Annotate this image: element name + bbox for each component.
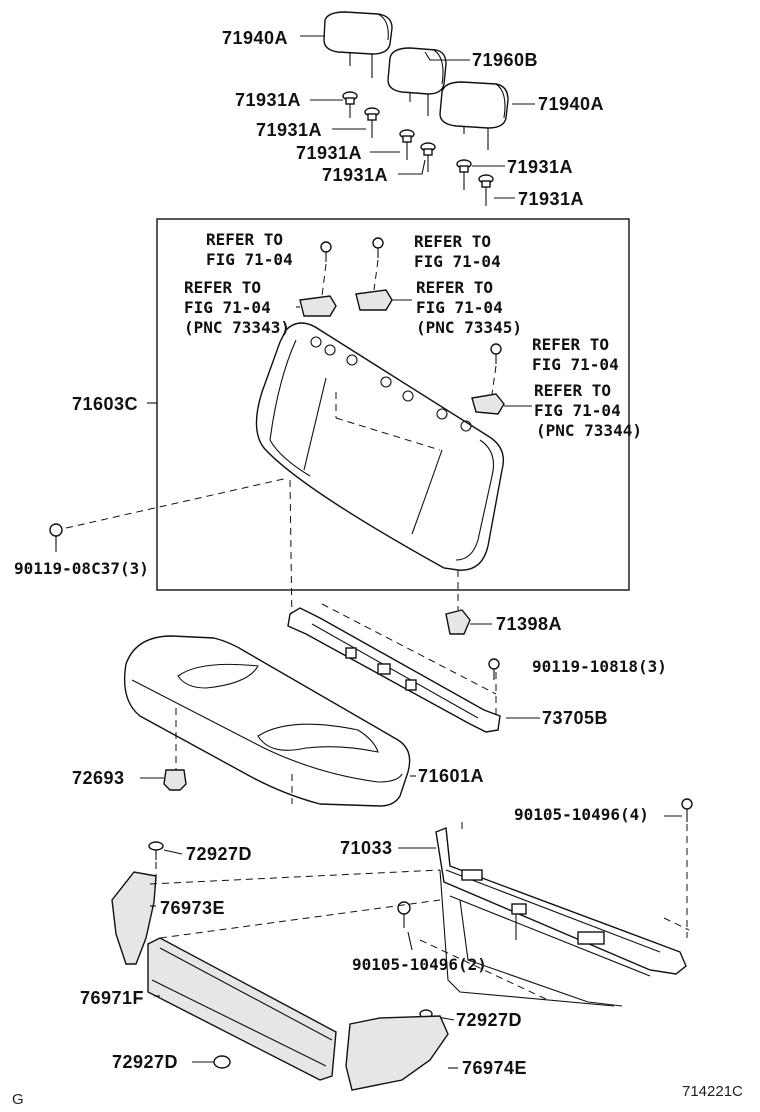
refer-c-line2: FIG 71-04 — [414, 252, 501, 271]
refer-b-line3: (PNC 73343) — [184, 318, 290, 337]
label-73705B: 73705B — [542, 708, 608, 728]
label-71033: 71033 — [340, 838, 393, 858]
bolt-upper-left — [320, 241, 332, 297]
bolt-seatback — [49, 477, 289, 552]
label-71931A-1: 71931A — [235, 90, 301, 110]
label-71398A: 71398A — [496, 614, 562, 634]
refer-d-line2: FIG 71-04 — [416, 298, 503, 317]
bolt-frame-4 — [681, 798, 693, 938]
label-90105-10496-4: 90105-10496(4) — [514, 805, 649, 824]
label-72927D-mid: 72927D — [456, 1010, 522, 1030]
label-71603C: 71603C — [72, 394, 138, 414]
clip-bracket-73345 — [355, 289, 393, 311]
seatback — [255, 322, 505, 571]
refer-e-line1: REFER TO — [532, 335, 609, 354]
hinge-bar — [287, 607, 501, 733]
corner-mark: G — [12, 1091, 24, 1108]
stopper-71398A — [445, 609, 471, 635]
guide-6 — [478, 174, 494, 206]
refer-b-line1: REFER TO — [184, 278, 261, 297]
refer-a-line2: FIG 71-04 — [206, 250, 293, 269]
cover-76974E — [345, 1015, 449, 1091]
refer-c-line1: REFER TO — [414, 232, 491, 251]
guide-2 — [364, 107, 380, 138]
cushion-clip-72693 — [163, 769, 187, 791]
headrest-right — [439, 81, 509, 150]
guide-3 — [399, 129, 415, 160]
clip-bracket-73343 — [299, 295, 337, 317]
bolt-hinge — [488, 658, 500, 680]
refer-d-line3: (PNC 73345) — [416, 318, 522, 337]
label-71931A-3: 71931A — [296, 143, 362, 163]
label-72927D-bot: 72927D — [112, 1052, 178, 1072]
bolt-upper-right — [490, 343, 502, 395]
refer-f-line2: FIG 71-04 — [534, 401, 621, 420]
figure-number: 714221C — [682, 1083, 743, 1100]
cover-76973E — [111, 871, 157, 965]
refer-f-line1: REFER TO — [534, 381, 611, 400]
label-90119-10818: 90119-10818(3) — [532, 657, 667, 676]
label-71931A-2: 71931A — [256, 120, 322, 140]
label-90119-08C37: 90119-08C37(3) — [14, 559, 149, 578]
label-71931A-5: 71931A — [507, 157, 573, 177]
guide-5 — [456, 159, 472, 190]
label-71931A-6: 71931A — [518, 189, 584, 209]
bolt-upper-center — [372, 237, 384, 291]
headrest-left — [323, 11, 393, 78]
seatback-group-box — [156, 218, 630, 591]
label-76974E: 76974E — [462, 1058, 527, 1078]
label-71960B: 71960B — [472, 50, 538, 70]
seat-cushion — [123, 635, 411, 807]
label-71940A-right: 71940A — [538, 94, 604, 114]
headrest-center — [387, 47, 447, 116]
refer-d-line1: REFER TO — [416, 278, 493, 297]
refer-b-line2: FIG 71-04 — [184, 298, 271, 317]
refer-f-line3: (PNC 73344) — [536, 421, 642, 440]
seat-frame — [435, 827, 687, 1007]
label-90105-10496-2: 90105-10496(2) — [352, 955, 487, 974]
label-72693: 72693 — [72, 768, 125, 788]
clip-bracket-73344 — [471, 393, 505, 415]
label-71940A-left: 71940A — [222, 28, 288, 48]
clip-72927D-bot — [213, 1055, 231, 1069]
label-71931A-4: 71931A — [322, 165, 388, 185]
refer-a-line1: REFER TO — [206, 230, 283, 249]
label-76973E: 76973E — [160, 898, 225, 918]
guide-4 — [420, 142, 436, 172]
label-72927D-top: 72927D — [186, 844, 252, 864]
refer-e-line2: FIG 71-04 — [532, 355, 619, 374]
label-76971F: 76971F — [80, 988, 144, 1008]
label-71601A: 71601A — [418, 766, 484, 786]
guide-1 — [342, 91, 358, 118]
